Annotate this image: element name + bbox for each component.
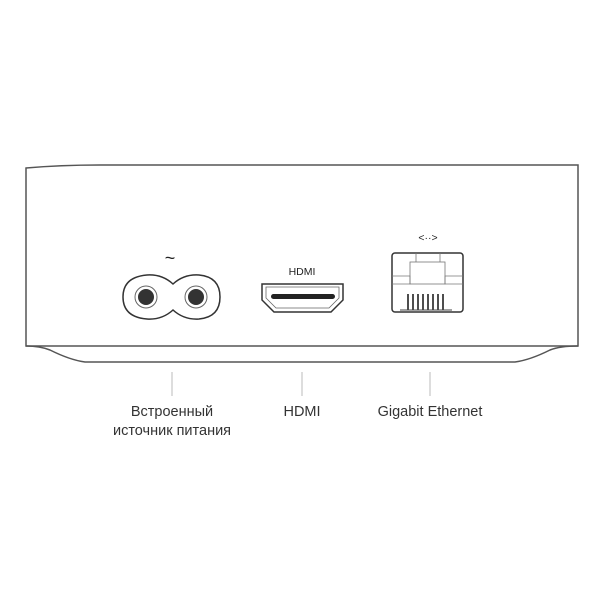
ethernet-symbol: <··> — [418, 232, 437, 244]
power-caption-line1: Встроенный — [130, 404, 214, 420]
hdmi-port-caption: HDMI — [283, 404, 321, 420]
ethernet-port-caption: Gigabit Ethernet — [377, 404, 483, 420]
ethernet-port-icon: <··> — [391, 232, 464, 313]
power-port-caption: Встроенный источник питания — [92, 403, 252, 441]
device-body-outline — [25, 164, 579, 347]
power-port-icon: ~ — [122, 248, 221, 320]
hdmi-port-icon: HDMI — [261, 266, 344, 313]
power-ac-symbol: ~ — [165, 248, 176, 268]
power-caption-line2: источник питания — [112, 423, 232, 439]
device-base-outline — [25, 345, 579, 363]
hdmi-port-label: HDMI — [289, 266, 316, 278]
